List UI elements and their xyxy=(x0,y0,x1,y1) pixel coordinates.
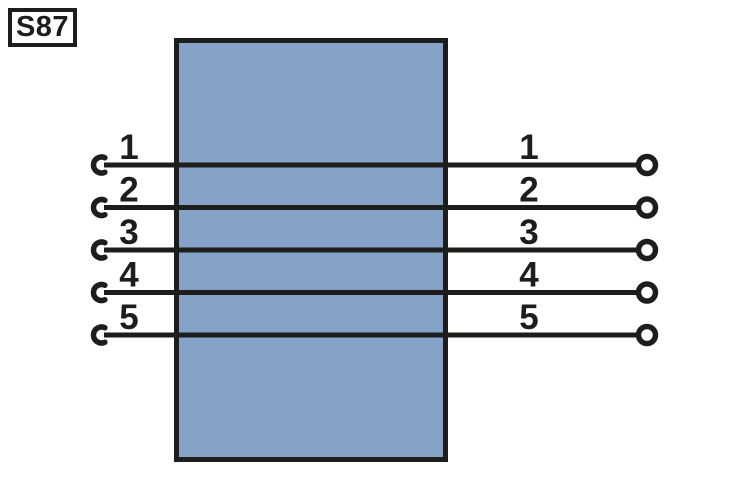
wire-number-right: 4 xyxy=(519,256,539,295)
right-ring-terminal-icon xyxy=(635,323,659,347)
left-socket-terminal-icon xyxy=(90,239,108,261)
wire-number-right: 5 xyxy=(519,298,538,337)
wire-number-left: 3 xyxy=(119,213,138,252)
left-socket-terminal-icon xyxy=(90,281,108,304)
wire-number-left: 4 xyxy=(119,256,139,295)
left-socket-terminal-icon xyxy=(90,324,108,346)
wire-number-right: 3 xyxy=(519,213,538,252)
right-ring-terminal-icon xyxy=(635,238,659,262)
left-socket-terminal-icon xyxy=(90,154,108,176)
right-ring-terminal-icon xyxy=(635,196,659,219)
right-ring-terminal-icon xyxy=(635,153,659,177)
component-reference-box: S87 xyxy=(8,8,77,47)
wire-number-left: 2 xyxy=(119,171,138,210)
wire-number-left: 1 xyxy=(119,128,138,167)
wire-number-left: 5 xyxy=(119,298,138,337)
component-reference-label: S87 xyxy=(15,11,70,43)
wire-number-right: 2 xyxy=(519,171,538,210)
left-socket-terminal-icon xyxy=(90,196,108,219)
wire-number-right: 1 xyxy=(519,128,538,167)
right-ring-terminal-icon xyxy=(635,281,659,304)
